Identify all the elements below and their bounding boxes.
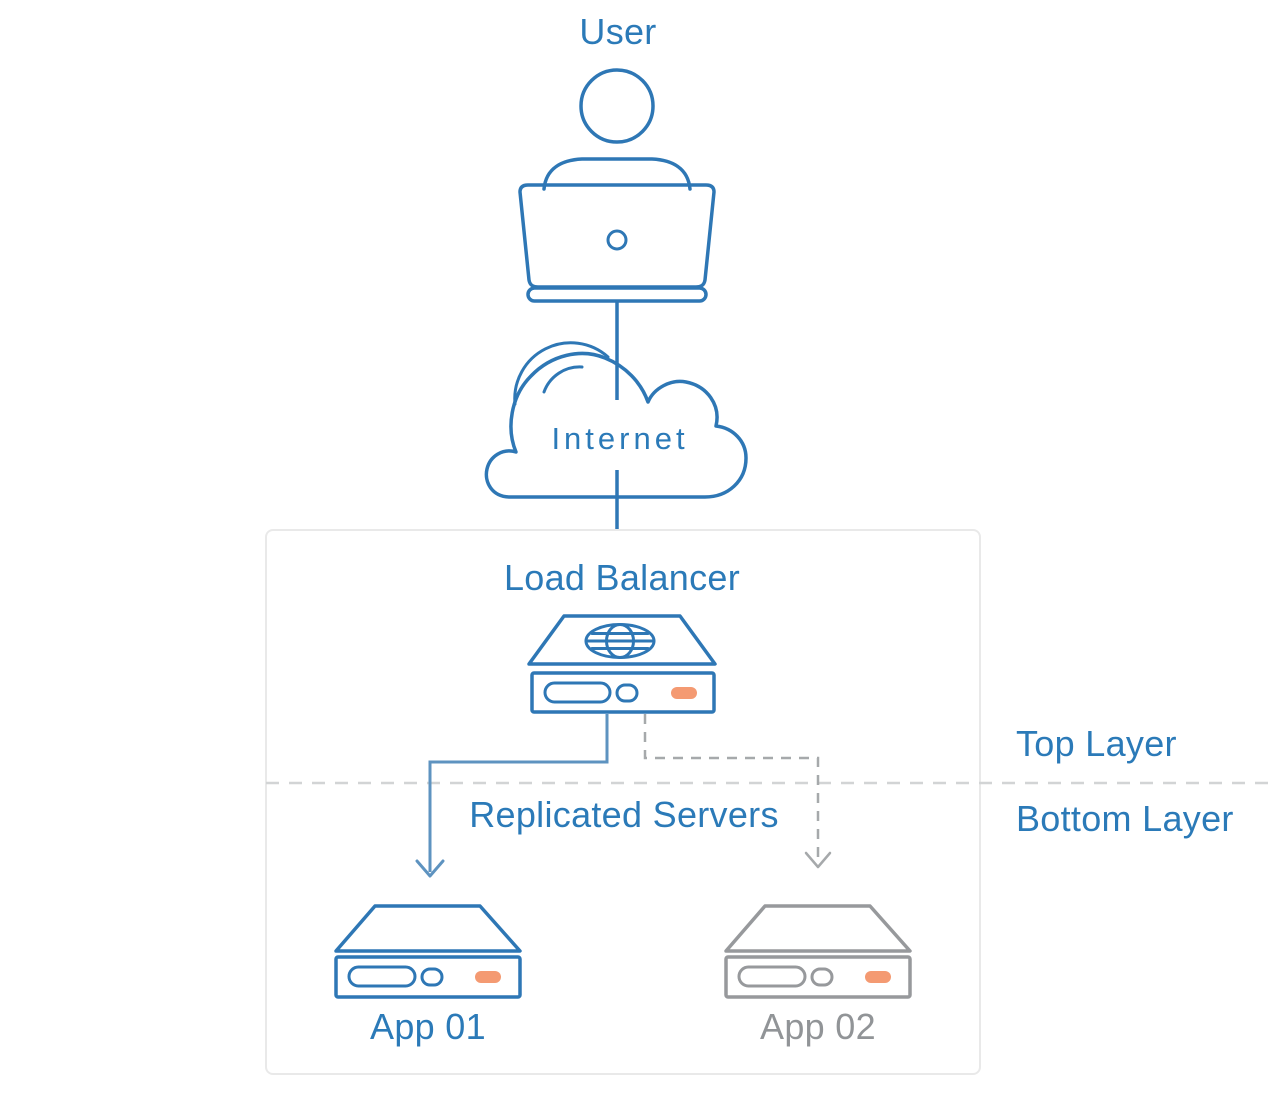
app01-arrowhead-icon xyxy=(415,859,445,878)
loadbalancer-to-app01-connector xyxy=(428,714,609,872)
internet-label: Internet xyxy=(551,421,689,456)
app01-led xyxy=(475,971,501,983)
app02-led xyxy=(865,971,891,983)
cloud-shine-inner xyxy=(542,365,584,394)
loadbalancer-body xyxy=(530,671,716,714)
user-at-laptop-icon xyxy=(518,68,716,303)
laptop-logo-icon xyxy=(606,229,628,251)
app02-button xyxy=(810,967,834,987)
app-01-label: App 01 xyxy=(370,1006,486,1047)
app02-top xyxy=(724,904,912,953)
load-balancer-icon xyxy=(527,614,717,714)
loadbalancer-led xyxy=(671,687,697,699)
cloud-shine-outer xyxy=(513,341,610,406)
laptop-base-icon xyxy=(526,286,708,303)
globe-icon xyxy=(584,623,656,659)
app01-button xyxy=(420,967,444,987)
laptop-lid-icon xyxy=(518,183,716,289)
app02-body xyxy=(724,955,912,999)
user-shoulders-icon xyxy=(542,157,692,191)
top-layer-label: Top Layer xyxy=(1016,723,1177,764)
replicated-servers-label: Replicated Servers xyxy=(469,794,779,835)
loadbalancer-slot xyxy=(543,681,612,704)
loadbalancer-button xyxy=(615,683,639,703)
loadbalancer-top-icon xyxy=(527,614,717,666)
server-group-box xyxy=(265,529,981,1075)
cloud-outline xyxy=(484,351,748,499)
loadbalancer-to-app02-connector xyxy=(643,714,820,864)
bottom-layer-label: Bottom Layer xyxy=(1016,798,1234,839)
user-head-icon xyxy=(579,68,655,144)
app-02-label: App 02 xyxy=(760,1006,876,1047)
load-balancer-label: Load Balancer xyxy=(503,557,741,598)
app-02-server-icon xyxy=(724,904,912,999)
app02-arrowhead-icon xyxy=(804,851,832,869)
app-01-server-icon xyxy=(334,904,522,999)
app01-slot xyxy=(347,965,417,988)
cloud-icon xyxy=(484,341,748,499)
user-label: User xyxy=(579,11,657,52)
app01-body xyxy=(334,955,522,999)
app01-top xyxy=(334,904,522,953)
app02-slot xyxy=(737,965,807,988)
